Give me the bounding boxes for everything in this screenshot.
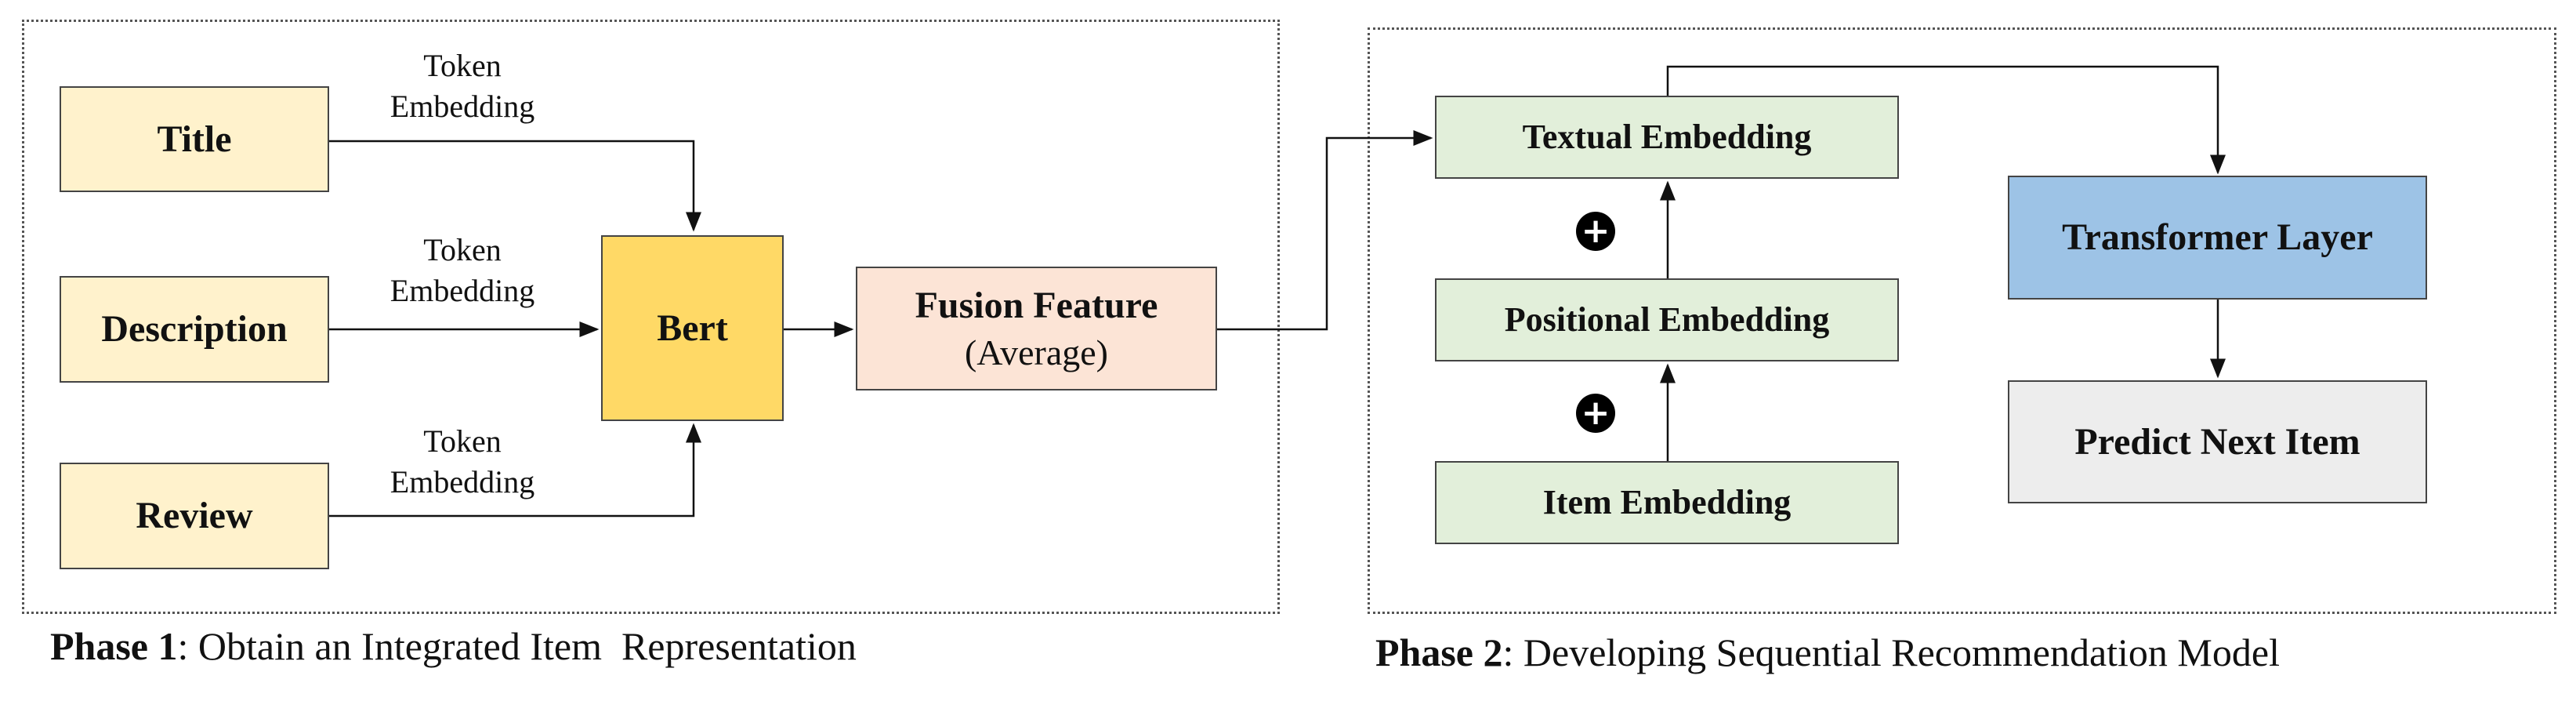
predict-next-item-box: Predict Next Item — [2008, 380, 2427, 503]
phase2-frame — [1368, 27, 2556, 614]
bert-encoder-box: Bert — [601, 235, 784, 421]
description-input-box: Description — [60, 276, 329, 383]
description-edge-label: Token Embedding — [360, 230, 564, 311]
bert-label: Bert — [657, 307, 728, 349]
textual-to-transformer-arrow — [1666, 65, 2226, 175]
review-label: Review — [136, 495, 253, 537]
textual-embedding-label: Textual Embedding — [1522, 117, 1812, 156]
phase2-caption-bold: Phase 2 — [1375, 630, 1503, 674]
textual-embedding-box: Textual Embedding — [1435, 96, 1899, 179]
phase2-caption: Phase 2: Developing Sequential Recommend… — [1375, 630, 2280, 675]
edge-label-line: Embedding — [389, 464, 535, 499]
transformer-label: Transformer Layer — [2062, 216, 2373, 259]
transformer-layer-box: Transformer Layer — [2008, 176, 2427, 300]
item-embedding-box: Item Embedding — [1435, 461, 1899, 544]
title-input-box: Title — [60, 86, 329, 192]
fusion-title: Fusion Feature — [915, 284, 1158, 326]
title-to-bert-arrow — [329, 140, 701, 232]
edge-label-line: Token — [423, 48, 502, 83]
edge-label-line: Token — [423, 232, 502, 267]
review-to-bert-arrow — [329, 423, 701, 518]
fusion-to-textual-arrow — [1217, 130, 1433, 331]
title-edge-label: Token Embedding — [360, 45, 564, 127]
plus-icon: + — [1576, 394, 1615, 433]
phase1-caption-text: : Obtain an Integrated Item Representati… — [177, 624, 857, 668]
fusion-subtitle: (Average) — [964, 332, 1108, 373]
title-label: Title — [157, 118, 232, 160]
plus-icon: + — [1576, 212, 1615, 251]
item-embedding-label: Item Embedding — [1542, 482, 1792, 521]
edge-label-line: Token — [423, 423, 502, 459]
review-edge-label: Token Embedding — [360, 421, 564, 503]
phase1-frame — [22, 20, 1280, 614]
predict-label: Predict Next Item — [2074, 420, 2360, 463]
phase1-caption-bold: Phase 1 — [50, 624, 178, 668]
review-input-box: Review — [60, 463, 329, 569]
positional-embedding-label: Positional Embedding — [1504, 300, 1830, 339]
positional-embedding-box: Positional Embedding — [1435, 278, 1899, 361]
phase1-caption: Phase 1: Obtain an Integrated Item Repre… — [50, 623, 857, 669]
edge-label-line: Embedding — [389, 89, 535, 124]
phase2-caption-text: : Developing Sequential Recommendation M… — [1502, 630, 2280, 674]
edge-label-line: Embedding — [389, 273, 535, 308]
fusion-feature-box: Fusion Feature (Average) — [856, 267, 1217, 390]
description-label: Description — [101, 308, 288, 350]
